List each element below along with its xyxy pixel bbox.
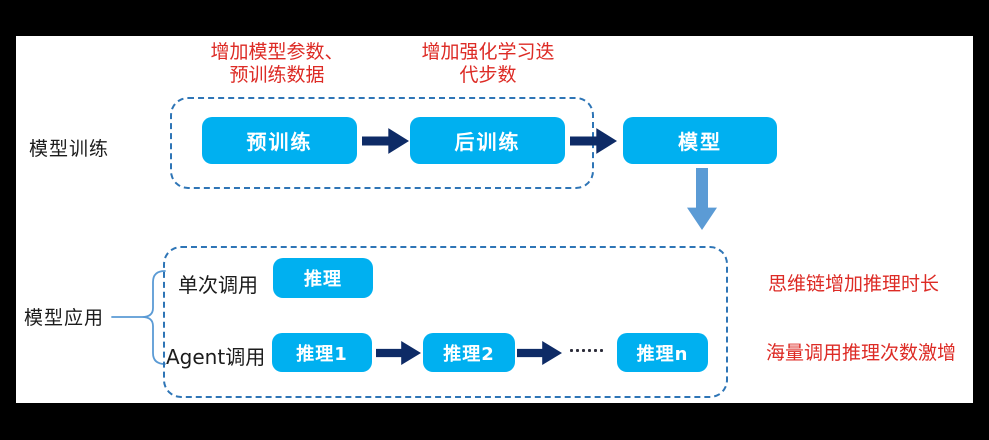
annotation-line: 增加模型参数、: [210, 41, 344, 63]
application-dashed-group: [163, 246, 728, 398]
annotation-line: 代步数: [459, 64, 517, 86]
annotation-rl-steps: 增加强化学习迭 代步数: [408, 41, 568, 87]
inference-box: 推理: [273, 258, 373, 298]
pretrain-box: 预训练: [202, 117, 357, 164]
annotation-line: 预训练数据: [229, 64, 325, 86]
inference-n-box: 推理n: [617, 333, 708, 372]
single-call-label: 单次调用: [178, 273, 258, 297]
training-section-label: 模型训练: [29, 138, 110, 160]
posttrain-box: 后训练: [410, 117, 565, 164]
application-section-label: 模型应用: [24, 307, 105, 329]
agent-call-label: Agent调用: [166, 345, 266, 369]
annotation-cot-length: 思维链增加推理时长: [768, 273, 940, 295]
brace-icon: [111, 270, 166, 365]
annotation-pretrain-scaling: 增加模型参数、 预训练数据: [197, 41, 357, 87]
annotation-line: 增加强化学习迭: [421, 41, 555, 63]
model-box: 模型: [623, 117, 777, 164]
inference-1-box: 推理1: [272, 333, 372, 372]
inference-2-box: 推理2: [423, 333, 515, 372]
ellipsis-dots: [570, 349, 603, 352]
annotation-call-surge: 海量调用推理次数激增: [766, 342, 957, 364]
